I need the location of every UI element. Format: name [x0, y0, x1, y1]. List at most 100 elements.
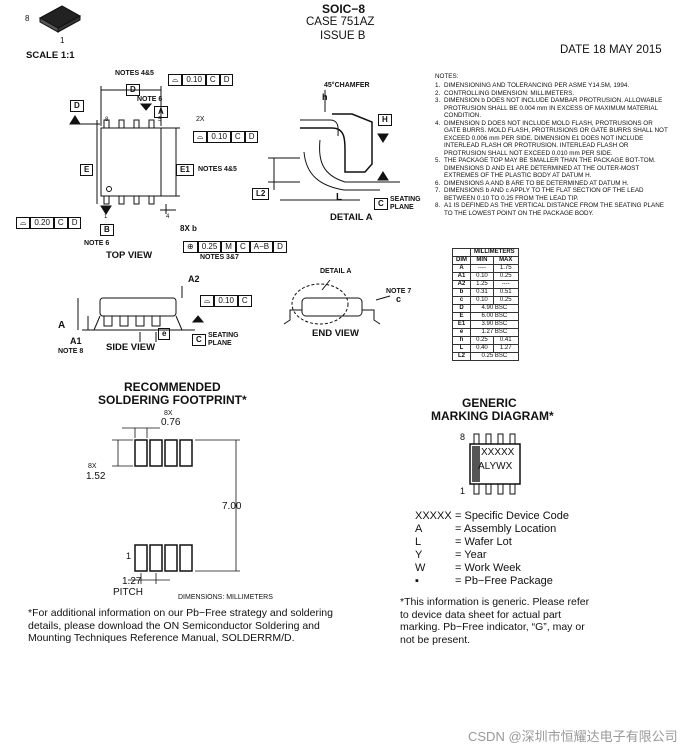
note-item: 1.DIMENSIONING AND TOLERANCING PER ASME … [435, 82, 630, 89]
dim-c: c [396, 294, 402, 304]
top-notes37: NOTES 3&7 [200, 254, 239, 261]
datum-b: B [100, 224, 114, 236]
note-item: 7.DIMENSIONS b AND c APPLY TO THE FLAT S… [435, 187, 644, 202]
scale: SCALE 1:1 [26, 50, 75, 61]
fp-units: DIMENSIONS: MILLIMETERS [178, 594, 273, 601]
marking-drawing [469, 433, 521, 495]
datum-c-detail: C [374, 198, 388, 210]
detail-a-label: DETAIL A [330, 212, 373, 223]
side-note8: NOTE 8 [58, 348, 84, 355]
footprint-title1: RECOMMENDED [124, 380, 221, 394]
package-icon [38, 5, 82, 33]
chamfer-label: 45°CHAMFER [324, 82, 370, 89]
marking-title2: MARKING DIAGRAM* [431, 409, 554, 423]
legend-row: W= Work Week [415, 562, 521, 574]
fp-span: 7.00 [222, 501, 242, 512]
top-view-label: TOP VIEW [106, 250, 153, 261]
case-number: CASE 751AZ [306, 16, 375, 28]
dim-a1: A1 [70, 336, 82, 346]
legend-row: ▪= Pb−Free Package [415, 575, 553, 587]
fp-pin1: 1 [126, 551, 132, 561]
marking-line2: ALYWX [478, 461, 513, 472]
fp-w-count: 8X [164, 410, 173, 417]
pin-label-8: 8 [105, 117, 109, 123]
footprint-title2: SOLDERING FOOTPRINT* [98, 393, 247, 407]
note-item: 6.DIMENSIONS A AND B ARE TO BE DETERMINE… [435, 179, 629, 187]
fp-pitch-label: PITCH [113, 587, 143, 598]
doc-title: SOIC−8 [322, 2, 366, 16]
fp-h: 1.52 [86, 471, 106, 482]
marking-line1: XXXXX [481, 447, 515, 458]
marking-title1: GENERIC [462, 396, 517, 410]
legend-row: A= Assembly Location [415, 523, 557, 535]
notes-title: NOTES: [435, 73, 459, 80]
pin-label-1: 1 [104, 214, 108, 220]
marking-pin1: 1 [460, 486, 466, 496]
side-seating: SEATING [208, 332, 239, 339]
top-view-drawing [69, 86, 180, 215]
icon-pin1: 1 [60, 36, 65, 45]
detail-a-drawing [268, 90, 400, 201]
top-note6b: NOTE 6 [84, 240, 110, 247]
doc-date: DATE 18 MAY 2015 [560, 44, 662, 56]
dim-l: L [336, 192, 343, 203]
table-row: A----1.75 [452, 264, 519, 273]
tol-profile-icon: ⌓ [193, 131, 208, 143]
legend-row: L= Wafer Lot [415, 536, 512, 548]
marking-pin8: 8 [460, 432, 466, 442]
fp-w: 0.76 [161, 417, 181, 428]
datum-c-side: C [192, 334, 206, 346]
seating-label: SEATING [390, 196, 421, 203]
note-item: 2.CONTROLLING DIMENSION: MILLIMETERS. [435, 89, 575, 97]
datum-h: H [378, 114, 392, 126]
detail-h: h [322, 92, 328, 102]
dim-a2: A2 [188, 274, 200, 284]
dim-e1: E1 [176, 164, 194, 176]
dim-e: E [80, 164, 94, 176]
footprint-drawing [134, 439, 193, 572]
pin-label-4: 4 [166, 214, 170, 220]
note-item: 8.A1 IS DEFINED AS THE VERTICAL DISTANCE… [435, 202, 664, 217]
end-view-drawing [283, 279, 391, 325]
datum-d-top: D [126, 84, 140, 96]
side-view-label: SIDE VIEW [106, 342, 156, 353]
tol-profile-icon: ⌓ [168, 74, 183, 86]
marking-footnote: *This information is generic. Please ref… [400, 596, 590, 646]
end-detail-a: DETAIL A [320, 268, 352, 275]
icon-pin8: 8 [25, 14, 30, 23]
top-notes45: NOTES 4&5 [115, 70, 154, 77]
note-item: 5.THE PACKAGE TOP MAY BE SMALLER THAN TH… [435, 157, 656, 179]
datum-a: A [154, 106, 168, 118]
dim-e-pitch: e [158, 328, 171, 340]
tol-profile-icon: ⌓ [200, 295, 215, 307]
fp-footnote: *For additional information on our Pb−Fr… [28, 607, 333, 644]
tol-profile-icon: ⌓ [16, 217, 31, 229]
end-note7: NOTE 7 [386, 288, 412, 295]
dim-l2: L2 [252, 188, 270, 200]
top-notes45b: NOTES 4&5 [198, 166, 237, 173]
plane-label: PLANE [390, 204, 414, 211]
issue: ISSUE B [320, 30, 366, 42]
legend-row: XXXXX= Specific Device Code [415, 510, 570, 522]
footprint-dims [112, 427, 240, 584]
end-view-label: END VIEW [312, 328, 359, 339]
position-icon: ⊕ [183, 241, 198, 253]
legend-row: Y= Year [415, 549, 487, 561]
note-item: 3.DIMENSION b DOES NOT INCLUDE DAMBAR PR… [435, 97, 663, 119]
fp-pitch: 1.27 [122, 576, 142, 587]
dim-a: A [58, 320, 66, 331]
